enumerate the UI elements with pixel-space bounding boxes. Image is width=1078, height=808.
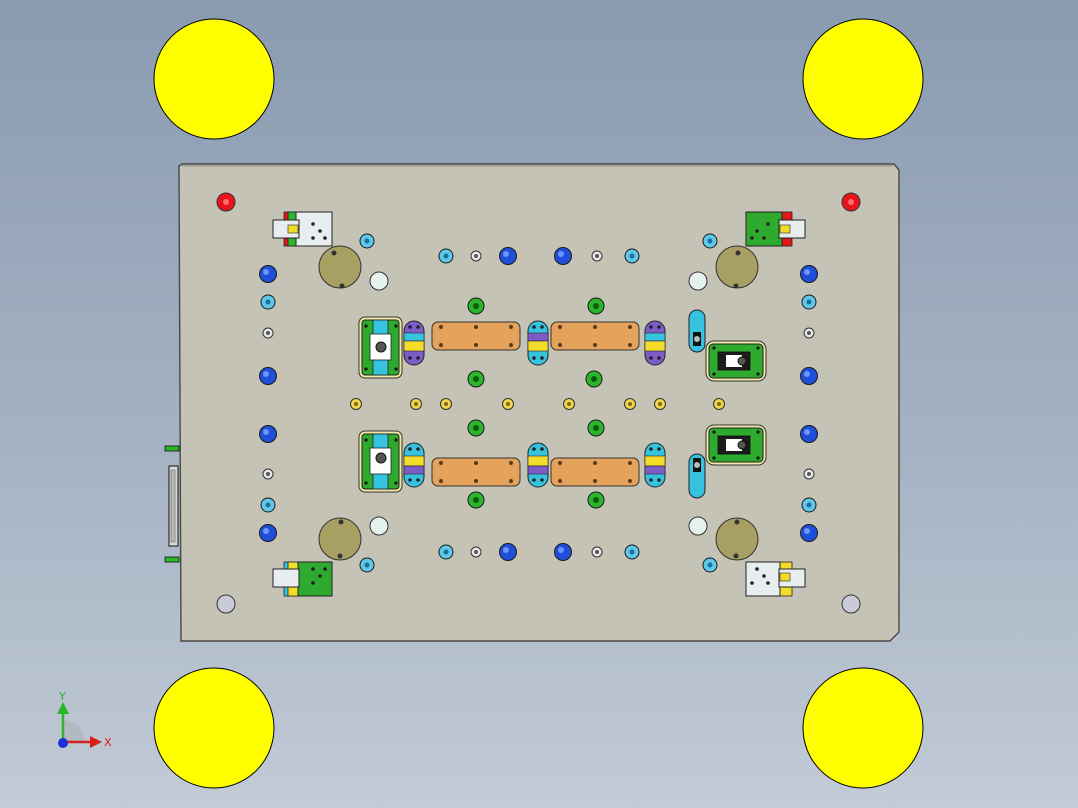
y-axis-arrow	[57, 702, 69, 714]
green-pins	[467, 297, 605, 509]
toggle-clamp-top-right	[745, 211, 806, 247]
pill-clamps	[403, 320, 666, 488]
locator-hole	[216, 594, 236, 614]
support-feet	[153, 18, 924, 789]
left-clamp-blocks	[358, 316, 403, 493]
foot-top-right[interactable]	[802, 18, 924, 140]
y-axis-label: Y	[58, 690, 66, 703]
clamp-block-upper-right	[705, 340, 767, 382]
support-pad	[431, 457, 521, 487]
pill-clamp	[644, 442, 666, 488]
pill-clamp	[644, 320, 666, 366]
foot-top-left[interactable]	[153, 18, 275, 140]
clamp-block-lower-right	[705, 424, 767, 466]
support-pads	[431, 321, 640, 487]
toggle-clamp-bottom-left	[272, 561, 333, 597]
right-clamp-blocks	[688, 309, 767, 499]
clamp-block-upper	[358, 316, 403, 379]
white-disc	[369, 516, 389, 536]
x-axis-label: X	[104, 736, 112, 749]
support-pad	[431, 321, 521, 351]
cyan-bolts	[260, 233, 817, 573]
pill-clamp	[403, 442, 425, 488]
support-pad	[550, 321, 640, 351]
clamp-block-lower	[358, 430, 403, 493]
pill-clamp	[527, 320, 549, 366]
grey-screws	[262, 250, 815, 558]
cylinder	[318, 245, 362, 289]
locator-pins	[216, 192, 861, 614]
toggle-clamps	[272, 211, 806, 597]
coordinate-triad: Y X	[57, 690, 112, 749]
z-axis-dot	[58, 738, 68, 748]
side-handle[interactable]	[164, 445, 180, 563]
white-disc	[688, 271, 708, 291]
x-axis-arrow	[90, 736, 102, 748]
support-pad	[550, 457, 640, 487]
pill-clamp	[527, 442, 549, 488]
locator-hole	[841, 594, 861, 614]
toggle-clamp-bottom-right	[745, 561, 806, 597]
foot-bottom-left[interactable]	[153, 667, 275, 789]
foot-bottom-right[interactable]	[802, 667, 924, 789]
corner-cylinders	[318, 245, 759, 561]
cylinder	[715, 517, 759, 561]
cylinder	[318, 517, 362, 561]
white-disc	[369, 271, 389, 291]
base-plate[interactable]	[178, 163, 900, 642]
toggle-clamp-top-left	[272, 211, 333, 247]
pill-clamp	[403, 320, 425, 366]
yellow-pins	[350, 398, 725, 410]
white-disc	[688, 516, 708, 536]
